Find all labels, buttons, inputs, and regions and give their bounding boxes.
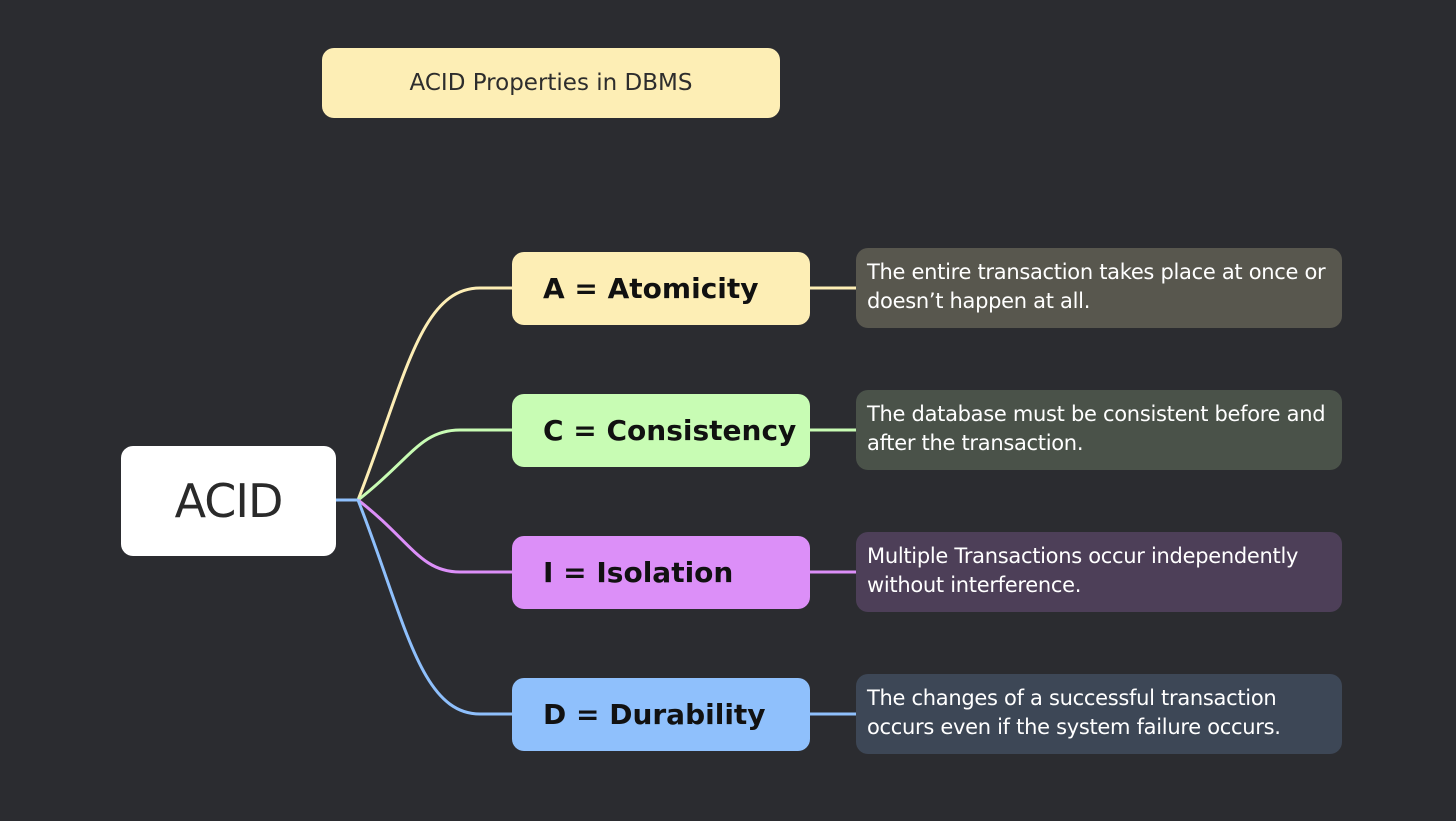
- isolation-description: Multiple Transactions occur independentl…: [867, 544, 1299, 597]
- connector-root-isolation: [357, 498, 512, 574]
- connector-root-atomicity: [356, 286, 512, 501]
- consistency-description-box: The database must be consistent before a…: [856, 390, 1342, 470]
- durability-node: D = Durability: [512, 678, 810, 751]
- atomicity-description-box: The entire transaction takes place at on…: [856, 248, 1342, 328]
- isolation-label: I = Isolation: [543, 556, 734, 589]
- durability-label: D = Durability: [543, 698, 766, 731]
- isolation-description-box: Multiple Transactions occur independentl…: [856, 532, 1342, 612]
- atomicity-description: The entire transaction takes place at on…: [867, 260, 1326, 313]
- consistency-node: C = Consistency: [512, 394, 810, 467]
- atomicity-node: A = Atomicity: [512, 252, 810, 325]
- atomicity-label: A = Atomicity: [543, 272, 759, 305]
- durability-description: The changes of a successful transaction …: [867, 686, 1281, 739]
- root-node: ACID: [121, 446, 336, 556]
- connector-root-consistency: [357, 428, 512, 502]
- consistency-description: The database must be consistent before a…: [867, 402, 1326, 455]
- durability-description-box: The changes of a successful transaction …: [856, 674, 1342, 754]
- isolation-node: I = Isolation: [512, 536, 810, 609]
- root-label: ACID: [174, 474, 284, 528]
- diagram-title-box: ACID Properties in DBMS: [322, 48, 780, 118]
- connector-root-durability: [356, 499, 512, 716]
- diagram-title: ACID Properties in DBMS: [409, 70, 693, 96]
- consistency-label: C = Consistency: [543, 414, 797, 447]
